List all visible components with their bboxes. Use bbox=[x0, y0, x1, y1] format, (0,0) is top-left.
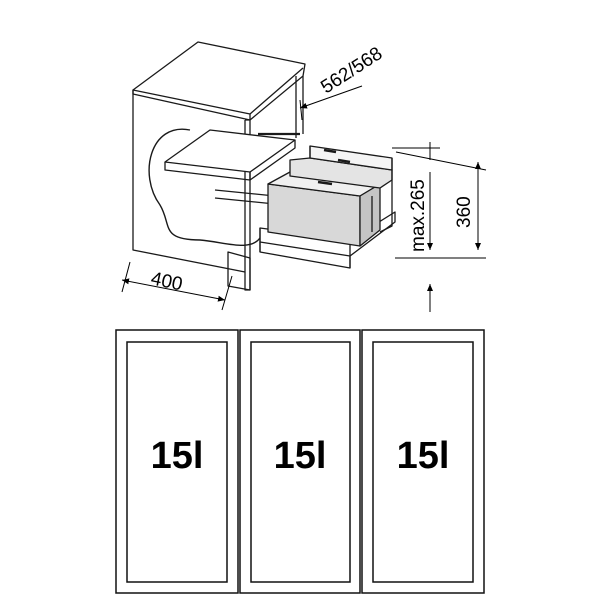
flex-hose bbox=[148, 128, 261, 246]
max-height-dimension-label: max.265 bbox=[408, 179, 429, 252]
dimension-lines bbox=[121, 85, 487, 312]
bin-capacity-label: 15l bbox=[151, 435, 204, 477]
bin-slot: 15l bbox=[115, 329, 239, 594]
depth-dimension-line bbox=[299, 85, 363, 109]
bin-capacity-label: 15l bbox=[274, 435, 327, 477]
width-dimension-line bbox=[121, 278, 226, 302]
width-dimension-label: 400 bbox=[149, 268, 184, 295]
bin-capacity-label: 15l bbox=[397, 435, 450, 477]
bin-slot: 15l bbox=[239, 329, 361, 594]
bin-slot: 15l bbox=[361, 329, 485, 594]
cabinet-drawing bbox=[132, 41, 396, 291]
cabinet-plinth bbox=[227, 251, 251, 291]
bin-handle bbox=[317, 180, 333, 186]
height-dimension-label: 360 bbox=[454, 196, 475, 228]
cabinet-side-panel bbox=[132, 94, 246, 273]
bin-layout: 15l 15l 15l bbox=[115, 329, 485, 594]
upper-tray bbox=[164, 129, 296, 173]
